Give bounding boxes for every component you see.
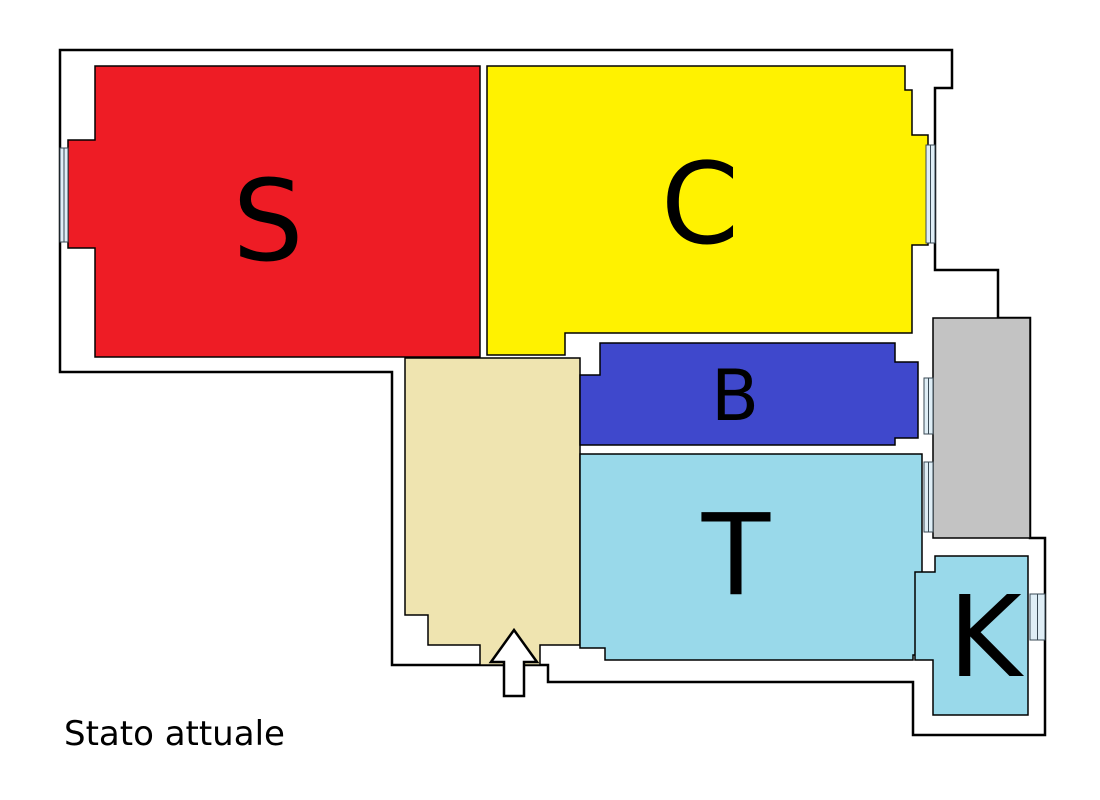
room-c (486, 65, 929, 356)
hallway-area (404, 357, 581, 666)
room-label-k: K (948, 573, 1024, 703)
room-b (579, 342, 919, 446)
up-arrow-icon (488, 627, 540, 698)
room-s (67, 65, 481, 358)
window-s-left (59, 147, 69, 243)
room-label-s: S (232, 157, 303, 287)
window-k-right (1029, 593, 1046, 641)
room-k (914, 555, 1029, 716)
room-label-t: T (701, 491, 771, 621)
window-t-right (923, 461, 934, 533)
room-label-b: B (711, 355, 759, 437)
room-label-c: C (661, 140, 739, 270)
room-t (579, 453, 923, 661)
balcony-area (932, 317, 1031, 539)
plan-caption: Stato attuale (64, 714, 285, 754)
window-c-right (925, 144, 936, 244)
window-b-right (923, 377, 934, 435)
